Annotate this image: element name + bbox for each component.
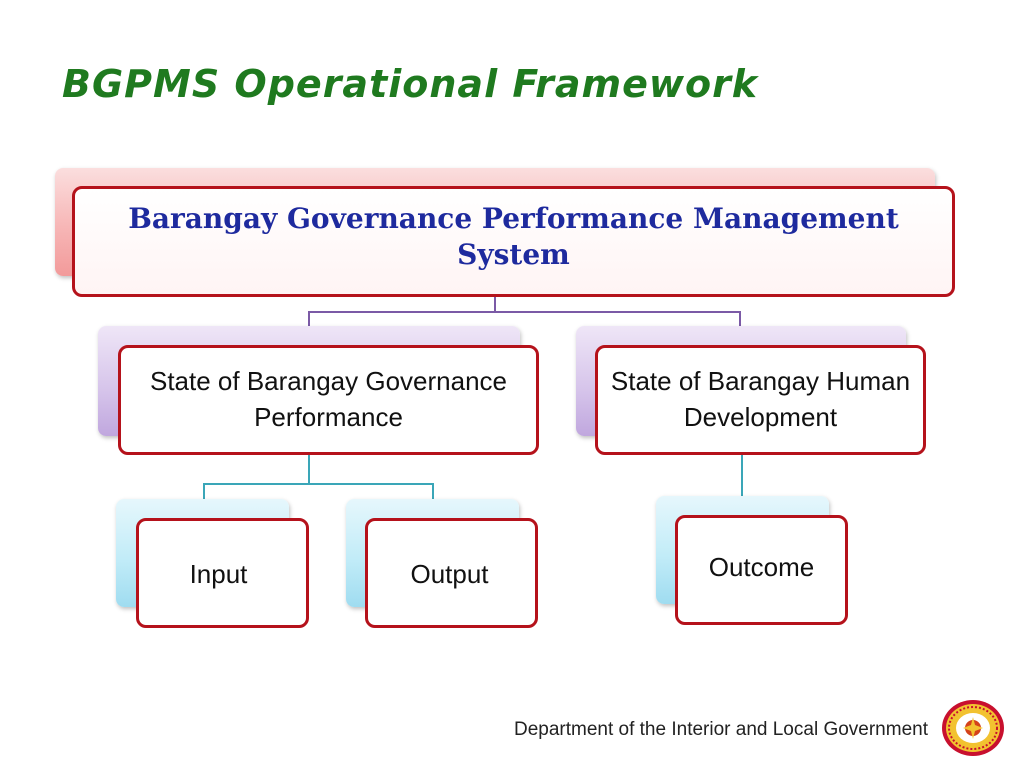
root-node: Barangay Governance Performance Manageme…	[72, 186, 955, 297]
branch-node-human-development: State of Barangay Human Development	[595, 345, 926, 455]
connector-branch1-to-children	[203, 483, 434, 499]
leaf-node-label: Outcome	[708, 551, 815, 582]
connector-root-to-branches	[308, 311, 741, 326]
branch-node-label: State of Barangay Governance Performance	[149, 366, 507, 432]
branch-node-label: State of Barangay Human Development	[610, 366, 911, 432]
leaf-node-outcome: Outcome	[675, 515, 848, 625]
slide-title: BGPMS Operational Framework	[62, 62, 759, 106]
footer-text: Department of the Interior and Local Gov…	[513, 719, 928, 740]
leaf-node-label: Input	[189, 558, 248, 589]
branch-node-governance-performance: State of Barangay Governance Performance	[118, 345, 539, 455]
leaf-node-label: Output	[410, 558, 489, 589]
root-node-label: Barangay Governance Performance Manageme…	[128, 201, 899, 271]
leaf-node-input: Input	[136, 518, 309, 628]
dilg-seal-icon	[942, 700, 1004, 756]
leaf-node-output: Output	[365, 518, 538, 628]
